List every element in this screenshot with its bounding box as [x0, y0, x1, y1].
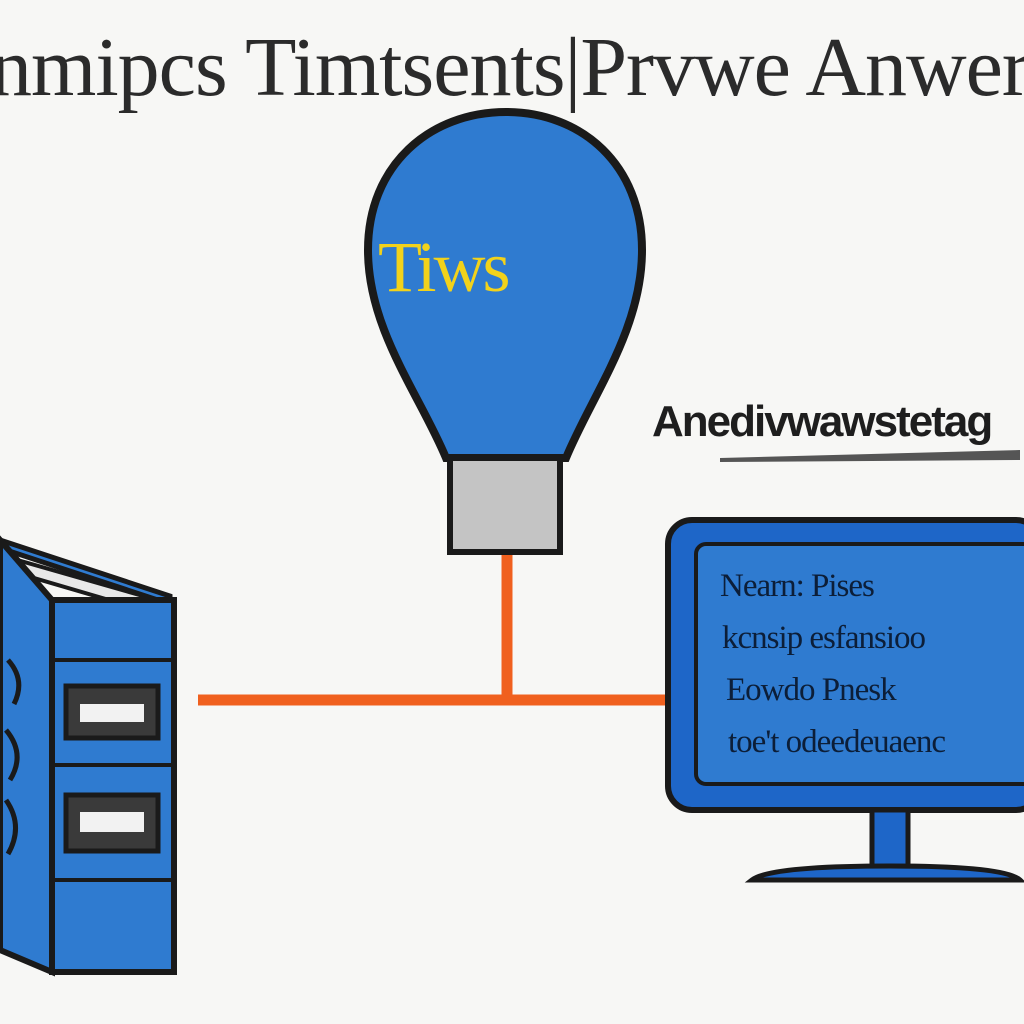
monitor-screen-text: Nearn: Pises kcnsip esfansioo Eowdo Pnes… [700, 560, 1020, 760]
monitor-stand [744, 863, 1024, 883]
screen-line: Nearn: Pises [720, 568, 875, 604]
lightbulb-icon [363, 107, 647, 555]
server-side-marks [3, 658, 22, 856]
screen-line: kcnsip esfansioo [722, 620, 926, 656]
bulb-glass [363, 107, 647, 462]
screen-line: toe't odeedeuaenc [728, 724, 946, 760]
side-heading: Anedivwawstetag [652, 397, 993, 446]
screen-line: Eowdo Pnesk [726, 672, 897, 708]
server-side [0, 535, 55, 977]
bulb-label: Tiws [378, 227, 510, 307]
monitor-icon [665, 517, 1024, 883]
bulb-base [447, 455, 563, 555]
server-icon [0, 535, 177, 977]
connector-lines [198, 552, 668, 706]
server-drive-slot [80, 704, 144, 722]
heading-underline [720, 450, 1020, 462]
server-front [49, 597, 177, 975]
server-drive-slot [80, 812, 144, 832]
monitor-neck [869, 807, 911, 875]
monitor-screen [694, 542, 1024, 786]
page-title: nmipcs Timtsents|Prvwe Anwer [0, 21, 1024, 114]
